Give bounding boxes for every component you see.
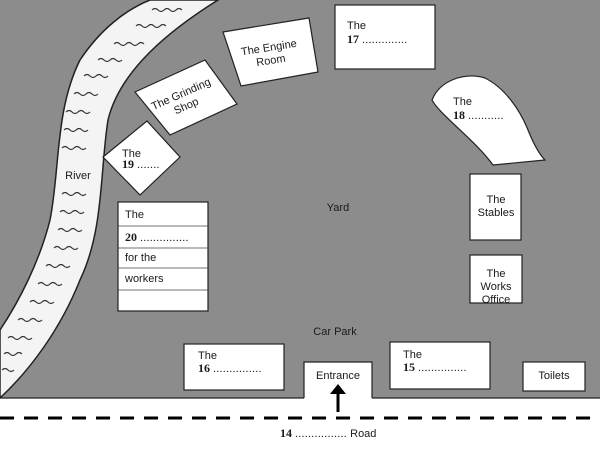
river-waves	[1, 7, 183, 373]
building-works-office	[469, 254, 523, 304]
entrance-arrow-head	[330, 384, 346, 394]
building-grinding-shop	[134, 59, 238, 136]
yard-label: Yard	[326, 202, 350, 214]
q20-line4: workers	[125, 273, 164, 285]
building-stables	[469, 173, 522, 241]
q16-blank: ...............	[213, 363, 262, 375]
building-19	[102, 120, 181, 196]
river	[0, 0, 220, 400]
road-area	[0, 398, 600, 450]
q18-number: 18	[453, 108, 465, 122]
q16-prefix: The	[198, 350, 217, 362]
toilets-label: Toilets	[538, 370, 570, 382]
q15-answer: 15 ...............	[403, 361, 467, 375]
building-18	[431, 75, 547, 166]
building-15	[389, 341, 491, 390]
works-office-label: The Works Office	[480, 268, 512, 306]
q17-prefix: The	[347, 20, 366, 32]
entrance-label: Entrance	[315, 370, 361, 382]
q17-number: 17	[347, 32, 359, 46]
q18-answer: 18 ...........	[453, 109, 504, 123]
q20-prefix: The	[125, 209, 144, 221]
q19-blank: .......	[137, 159, 160, 171]
building-17	[334, 4, 436, 70]
q18-blank: ...........	[468, 110, 504, 122]
q20-line3: for the	[125, 252, 157, 264]
q16-answer: 16 ...............	[198, 362, 262, 376]
q19-number: 19	[122, 157, 134, 171]
q14-road-label: 14 ................ Road	[280, 427, 376, 441]
q17-answer: 17 ..............	[347, 33, 408, 47]
q19-answer: 19 .......	[122, 158, 160, 172]
road-label: Road	[350, 428, 377, 440]
q15-number: 15	[403, 360, 415, 374]
building-toilets	[522, 361, 586, 392]
entrance-gateway	[303, 361, 373, 398]
building-engine-room	[222, 17, 319, 87]
building-16	[183, 343, 285, 391]
river-label: River	[65, 170, 91, 182]
q17-blank: ..............	[362, 34, 408, 46]
q14-blank: ................	[295, 428, 348, 440]
q20-answer: 20 ...............	[125, 231, 189, 245]
q15-prefix: The	[403, 349, 422, 361]
q20-blank: ...............	[140, 232, 189, 244]
q18-prefix: The	[453, 96, 472, 108]
q16-number: 16	[198, 361, 210, 375]
building-20	[117, 201, 209, 312]
car-park-label: Car Park	[313, 326, 357, 338]
q20-number: 20	[125, 230, 137, 244]
q19-prefix: The	[122, 148, 141, 160]
stables-label: The Stables	[477, 194, 515, 219]
q15-blank: ...............	[418, 362, 467, 374]
q14-number: 14	[280, 426, 292, 440]
